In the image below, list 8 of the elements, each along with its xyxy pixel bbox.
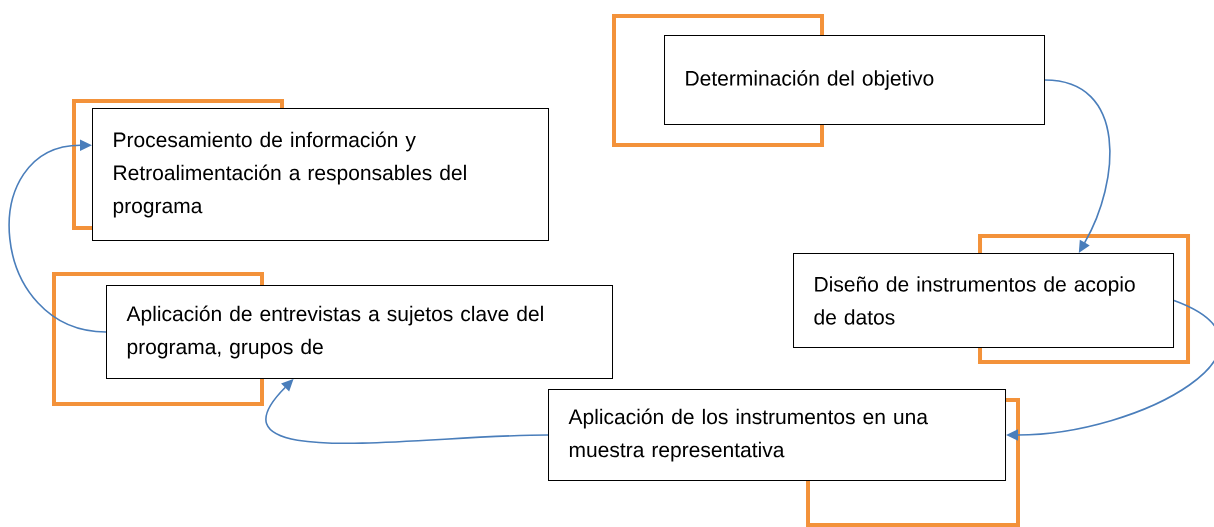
process-box: Aplicación de entrevistas a sujetos clave del programa, grupos de [106,285,613,379]
arrow [265,379,549,444]
process-box: Procesamiento de información y Retroalimentación a responsables del programa [92,108,549,241]
process-box: Determinación del objetivo [664,35,1045,125]
arrow [1044,79,1111,253]
process-box: Aplicación de los instrumentos en una muestra representativa [548,389,1006,481]
process-box: Diseño de instrumentos de acopio de datos [793,253,1174,348]
arrow [8,139,107,333]
